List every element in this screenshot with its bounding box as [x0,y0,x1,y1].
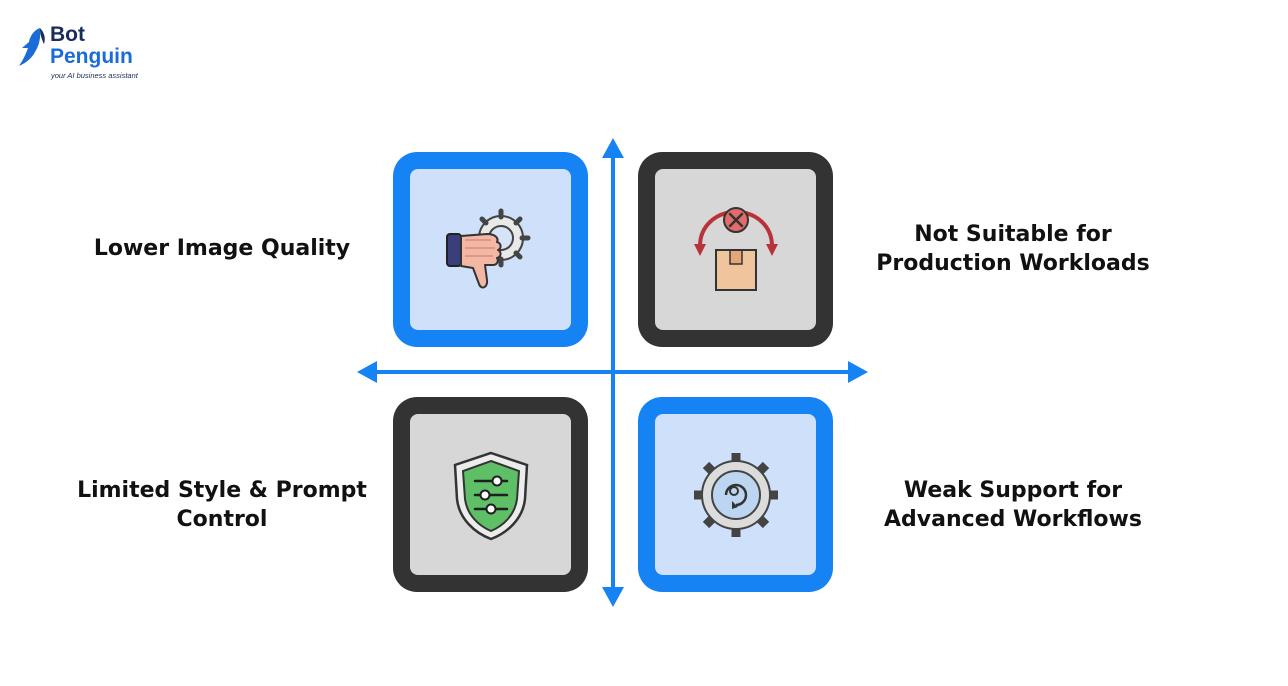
vertical-axis-arrow-down [602,587,624,607]
brand-tagline: your AI business assistant [51,71,138,80]
brand-name-line2: Penguin [50,45,133,68]
quadrant-tile-lower-image-quality [393,152,588,347]
quadrant-tile-inner [655,169,816,330]
quadrant-tile-inner [655,414,816,575]
quadrant-label-bottom-right: Weak Support for Advanced Workflows [884,478,1142,532]
quadrant-label-bottom-left: Limited Style & Prompt Control [77,478,367,532]
quadrant-tile-inner [410,414,571,575]
quadrant-tile-limited-style [393,397,588,592]
quadrant-tile-weak-support [638,397,833,592]
brand-name: Bot Penguin [50,24,133,68]
gear-cycle-icon [693,452,778,537]
brand-name-line1: Bot [50,23,85,46]
horizontal-axis-arrow-left [357,361,377,383]
quadrant-tile-inner [410,169,571,330]
quadrant-label-top-right: Not Suitable for Production Workloads [876,222,1150,276]
shield-sliders-icon [453,451,528,540]
box-rejected-icon [693,206,778,291]
penguin-logo-icon [19,28,45,66]
brand-logo: Bot Penguin your AI business assistant [18,24,148,84]
horizontal-axis-arrow-right [848,361,868,383]
thumbs-down-gear-icon [445,208,530,288]
quadrant-tile-not-suitable [638,152,833,347]
quadrant-label-top-left: Lower Image Quality [93,236,351,261]
vertical-axis-arrow-up [602,138,624,158]
